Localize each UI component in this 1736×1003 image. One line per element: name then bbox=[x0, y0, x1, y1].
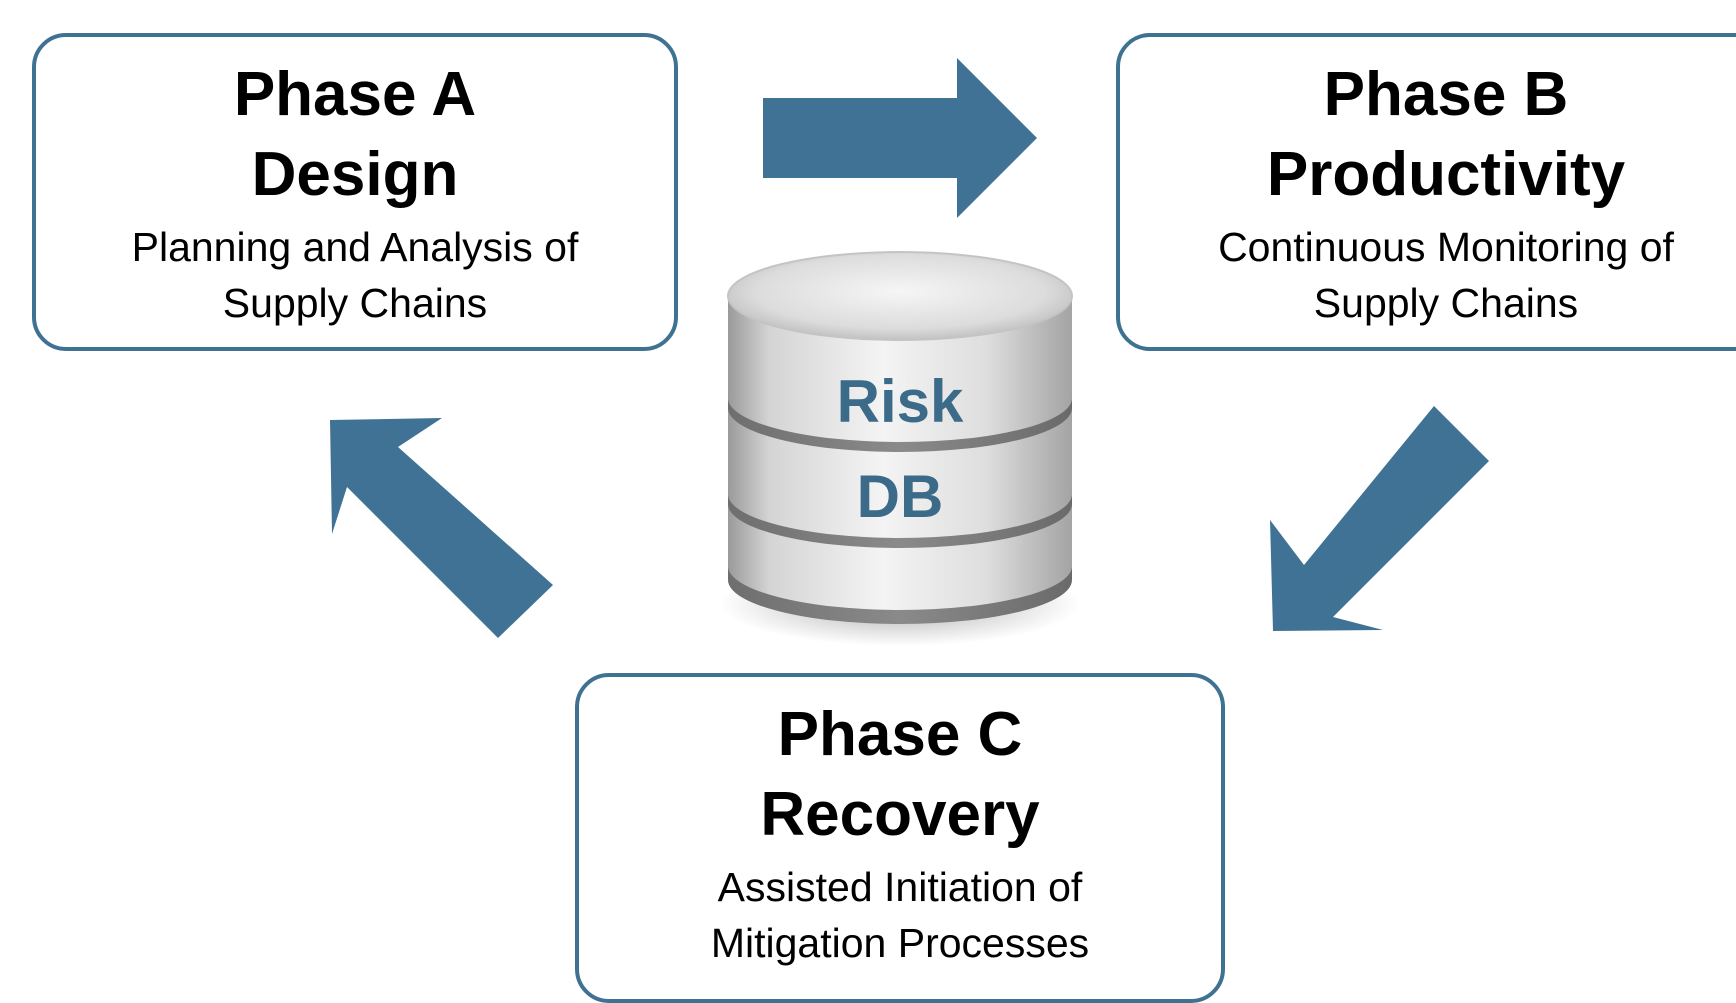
database-band bbox=[728, 494, 1072, 548]
phase-b-description-line: Supply Chains bbox=[1313, 280, 1579, 326]
database-band bbox=[728, 398, 1072, 452]
phase-c-name: Phase C bbox=[777, 700, 1023, 769]
phase-c-description-line: Assisted Initiation of bbox=[717, 864, 1083, 910]
phase-b-title: Productivity bbox=[1266, 140, 1626, 209]
phase-a-description-line: Supply Chains bbox=[222, 280, 488, 326]
phase-c-description: Assisted Initiation of Mitigation Proces… bbox=[579, 859, 1221, 971]
phase-c-description-line: Mitigation Processes bbox=[710, 920, 1090, 966]
database-bottom-rim bbox=[728, 566, 1072, 624]
phase-a-name: Phase A bbox=[233, 60, 477, 129]
arrow-right-icon bbox=[763, 58, 1037, 218]
arrow-down-left-icon bbox=[1270, 406, 1489, 631]
phase-a-title: Design bbox=[251, 140, 459, 209]
phase-a-description-line: Planning and Analysis of bbox=[131, 224, 579, 270]
phase-a-box: Phase A Design Planning and Analysis of … bbox=[32, 33, 678, 351]
database-label-db: DB bbox=[856, 463, 944, 530]
phase-c-title: Recovery bbox=[760, 780, 1040, 849]
phase-b-description-line: Continuous Monitoring of bbox=[1218, 224, 1674, 270]
database-label-risk: Risk bbox=[836, 368, 964, 435]
database-top bbox=[727, 251, 1073, 341]
phase-b-name: Phase B bbox=[1323, 60, 1569, 129]
phase-a-description: Planning and Analysis of Supply Chains bbox=[36, 219, 674, 331]
cycle-arrows bbox=[330, 58, 1489, 638]
arrow-up-left-icon bbox=[330, 418, 553, 638]
database-icon bbox=[720, 251, 1080, 646]
database-body bbox=[728, 296, 1072, 620]
phase-c-box: Phase C Recovery Assisted Initiation of … bbox=[575, 673, 1225, 1003]
phase-b-description: Continuous Monitoring of Supply Chains bbox=[1120, 219, 1736, 331]
phase-b-box: Phase B Productivity Continuous Monitori… bbox=[1116, 33, 1736, 351]
